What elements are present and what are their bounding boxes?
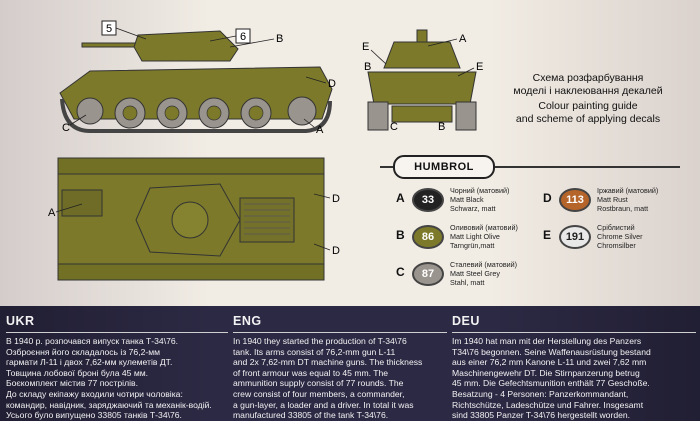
tank-top-view: A D D — [48, 157, 340, 281]
callout-6: 6 — [240, 31, 246, 43]
color-key-b: B — [396, 228, 405, 242]
color-name-line: Rostbraun, matt — [597, 204, 649, 213]
color-name-line: Matt Rust — [597, 195, 628, 204]
front-callout-a: A — [459, 33, 467, 45]
color-name-line: Tarngrün,matt — [450, 241, 495, 250]
section-ukr-text: В 1940 р. розпочався випуск танка Т-34\7… — [6, 336, 212, 421]
section-eng-heading: ENG — [233, 314, 262, 328]
color-name-line: Matt Light Olive — [450, 232, 500, 241]
front-callout-b: B — [364, 61, 371, 73]
callout-a: A — [316, 124, 324, 136]
color-swatch-c: 87 — [412, 262, 444, 286]
callout-c: C — [62, 122, 70, 134]
description-band: UKR В 1940 р. розпочався випуск танка Т-… — [0, 306, 700, 421]
color-name-line: Stahl, matt — [450, 278, 485, 287]
top-callout-d2: D — [332, 245, 340, 257]
humbrol-logo: HUMBROL — [393, 155, 495, 179]
color-key-a: A — [396, 191, 405, 205]
front-callout-b2: B — [438, 121, 445, 133]
color-name-line: Chromsilber — [597, 241, 636, 250]
section-ukr-heading: UKR — [6, 314, 35, 328]
color-name-line: Matt Steel Grey — [450, 269, 500, 278]
callout-b: B — [276, 33, 283, 45]
color-name-line: Оливовий (матовий) — [450, 223, 518, 232]
color-swatch-d: 113 — [559, 188, 591, 212]
tank-side-view: 5 6 B D C A — [59, 20, 336, 136]
guide-title-ukr-2: моделі і наклеювання декалей — [513, 85, 663, 97]
color-name-line: Іржавий (матовий) — [597, 186, 659, 195]
top-callout-d1: D — [332, 193, 340, 205]
guide-title-ukr-1: Схема розфарбування — [532, 72, 644, 84]
guide-title-eng-1: Colour painting guide — [538, 100, 638, 112]
tank-front-view: A E B E C B — [362, 29, 483, 133]
front-callout-c: C — [390, 121, 398, 133]
section-eng-rule — [233, 332, 447, 333]
color-name-line: Chrome Silver — [597, 232, 643, 241]
section-eng: ENG In 1940 they started the production … — [233, 314, 447, 421]
color-key-c: C — [396, 265, 405, 279]
color-swatch-a: 33 — [412, 188, 444, 212]
callout-d: D — [328, 78, 336, 90]
color-name-line: Сталевий (матовий) — [450, 260, 518, 269]
color-name-line: Matt Black — [450, 195, 484, 204]
callout-5: 5 — [106, 23, 112, 35]
section-ukr-rule — [6, 332, 228, 333]
section-deu-rule — [452, 332, 696, 333]
section-eng-text: In 1940 they started the production of T… — [233, 336, 423, 421]
section-ukr: UKR В 1940 р. розпочався випуск танка Т-… — [6, 314, 228, 421]
color-name-line: Сріблистий — [597, 223, 635, 232]
color-swatch-e: 191 — [559, 225, 591, 249]
guide-title-eng-2: and scheme of applying decals — [515, 113, 661, 125]
front-callout-e: E — [362, 41, 369, 53]
color-key-e: E — [543, 228, 552, 242]
section-deu-text: Im 1940 hat man mit der Herstellung des … — [452, 336, 651, 421]
section-deu-heading: DEU — [452, 314, 480, 328]
color-name-line: Schwarz, matt — [450, 204, 496, 213]
color-swatch-b: 86 — [412, 225, 444, 249]
section-deu: DEU Im 1940 hat man mit der Herstellung … — [452, 314, 696, 421]
front-callout-e2: E — [476, 61, 483, 73]
top-callout-a: A — [48, 207, 56, 219]
color-key-d: D — [543, 191, 552, 205]
brand-divider — [380, 166, 680, 168]
color-name-line: Чорний (матовий) — [450, 186, 510, 195]
painting-guide-title: Схема розфарбування моделі і наклеювання… — [488, 72, 688, 126]
